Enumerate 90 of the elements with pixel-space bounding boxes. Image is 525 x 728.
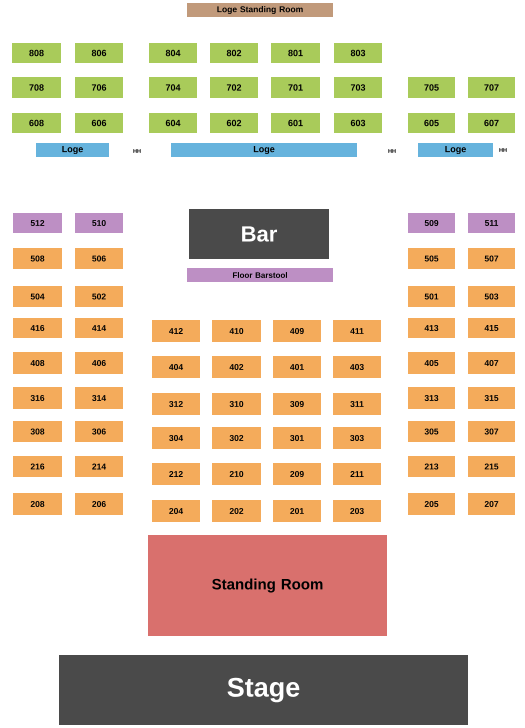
section-box: 512 xyxy=(13,213,62,233)
section-box: 511 xyxy=(468,213,515,233)
section-box: 209 xyxy=(273,463,321,485)
section-box: 707 xyxy=(468,77,515,98)
section-box: 211 xyxy=(333,463,381,485)
section-box: 401 xyxy=(273,356,321,378)
section-box: 803 xyxy=(334,43,382,63)
section-box: 508 xyxy=(13,248,62,269)
section-box: 801 xyxy=(271,43,320,63)
section-box: 705 xyxy=(408,77,455,98)
section-box: 210 xyxy=(212,463,261,485)
section-box: 410 xyxy=(212,320,261,342)
section-box: 305 xyxy=(408,421,455,442)
section-box: 404 xyxy=(152,356,200,378)
section-box: 504 xyxy=(13,286,62,307)
section-box: 703 xyxy=(334,77,382,98)
section-box: 206 xyxy=(75,493,123,515)
section-box: Loge xyxy=(171,143,357,157)
section-box: 808 xyxy=(12,43,61,63)
section-box: 203 xyxy=(333,500,381,522)
section-box: 215 xyxy=(468,456,515,477)
section-box: 208 xyxy=(13,493,62,515)
section-box: 316 xyxy=(13,387,62,409)
section-box: 605 xyxy=(408,113,455,133)
section-box: 406 xyxy=(75,352,123,374)
section-box: 602 xyxy=(210,113,258,133)
section-box: 407 xyxy=(468,352,515,374)
section-box: 701 xyxy=(271,77,320,98)
section-box: 510 xyxy=(75,213,123,233)
section-box: 509 xyxy=(408,213,455,233)
section-box: 216 xyxy=(13,456,62,477)
section-box: 506 xyxy=(75,248,123,269)
section-box: 704 xyxy=(149,77,197,98)
stage: Stage xyxy=(59,655,468,725)
section-box: 405 xyxy=(408,352,455,374)
section-box: 214 xyxy=(75,456,123,477)
section-box: 416 xyxy=(13,318,62,338)
section-box: 304 xyxy=(152,427,200,449)
section-box: Loge Standing Room xyxy=(187,3,333,17)
section-box: 414 xyxy=(75,318,123,338)
section-box: 403 xyxy=(333,356,381,378)
section-box: Floor Barstool xyxy=(187,268,333,282)
section-box: 314 xyxy=(75,387,123,409)
section-box: 303 xyxy=(333,427,381,449)
section-box: 603 xyxy=(334,113,382,133)
section-box: 202 xyxy=(212,500,261,522)
section-box: 607 xyxy=(468,113,515,133)
section-box: 413 xyxy=(408,318,455,338)
section-box: 412 xyxy=(152,320,200,342)
section-box: 308 xyxy=(13,421,62,442)
section-box: 204 xyxy=(152,500,200,522)
section-box: 201 xyxy=(273,500,321,522)
section-box: 408 xyxy=(13,352,62,374)
section-box: 802 xyxy=(210,43,258,63)
section-box: 213 xyxy=(408,456,455,477)
section-box: 608 xyxy=(12,113,61,133)
section-box: 411 xyxy=(333,320,381,342)
section-box: Loge xyxy=(418,143,493,157)
section-box: 313 xyxy=(408,387,455,409)
section-box: Loge xyxy=(36,143,109,157)
section-box: 302 xyxy=(212,427,261,449)
section-box: 806 xyxy=(75,43,123,63)
section-box: 409 xyxy=(273,320,321,342)
section-box: 207 xyxy=(468,493,515,515)
section-box: 804 xyxy=(149,43,197,63)
section-box: 312 xyxy=(152,393,200,415)
section-box: 309 xyxy=(273,393,321,415)
section-box: 415 xyxy=(468,318,515,338)
section-box: 212 xyxy=(152,463,200,485)
section-box: 505 xyxy=(408,248,455,269)
section-box: 310 xyxy=(212,393,261,415)
section-box: 311 xyxy=(333,393,381,415)
section-box: 502 xyxy=(75,286,123,307)
section-box: 501 xyxy=(408,286,455,307)
standing-area: Standing Room xyxy=(148,535,387,636)
section-box: 606 xyxy=(75,113,123,133)
section-box: 507 xyxy=(468,248,515,269)
section-box: 306 xyxy=(75,421,123,442)
section-box: 601 xyxy=(271,113,320,133)
section-box: 604 xyxy=(149,113,197,133)
section-box: 503 xyxy=(468,286,515,307)
bar-area: Bar xyxy=(189,209,329,259)
section-box: 205 xyxy=(408,493,455,515)
section-box: 402 xyxy=(212,356,261,378)
section-box: 315 xyxy=(468,387,515,409)
section-box: 301 xyxy=(273,427,321,449)
section-box: 708 xyxy=(12,77,61,98)
section-box: 307 xyxy=(468,421,515,442)
section-box: 706 xyxy=(75,77,123,98)
section-box: 702 xyxy=(210,77,258,98)
